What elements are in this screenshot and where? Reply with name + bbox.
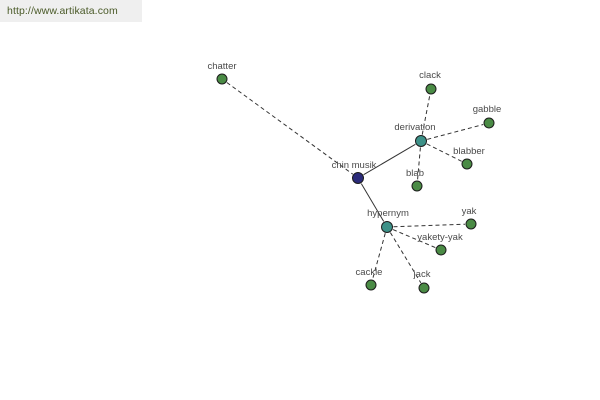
graph-node-derivation[interactable] (415, 135, 427, 147)
graph-node-gabble[interactable] (483, 117, 495, 129)
graph-edge (389, 232, 422, 284)
graph-edge (421, 94, 431, 135)
graph-node-blab[interactable] (411, 180, 423, 192)
graph-edge (427, 124, 484, 140)
graph-node-chin-musik[interactable] (352, 172, 364, 184)
graph-edge (426, 143, 462, 162)
graph-node-cackle[interactable] (365, 279, 377, 291)
graph-node-yak[interactable] (465, 218, 477, 230)
graph-node-jack[interactable] (418, 282, 430, 294)
graph-edge (360, 183, 385, 222)
graph-node-blabber[interactable] (461, 158, 473, 170)
graph-node-clack[interactable] (425, 83, 437, 95)
graph-edge (226, 82, 354, 175)
graph-edge (392, 229, 436, 249)
graph-node-yakety-yak[interactable] (435, 244, 447, 256)
edge-layer (226, 82, 484, 284)
graph-edge (417, 147, 421, 181)
graph-node-hypernym[interactable] (381, 221, 393, 233)
graph-node-chatter[interactable] (216, 73, 228, 85)
url-text: http://www.artikata.com (7, 5, 118, 17)
graph-edge (372, 233, 386, 280)
graph-edge (363, 143, 416, 176)
url-bar[interactable]: http://www.artikata.com (0, 0, 142, 22)
graph-edge (393, 223, 466, 228)
